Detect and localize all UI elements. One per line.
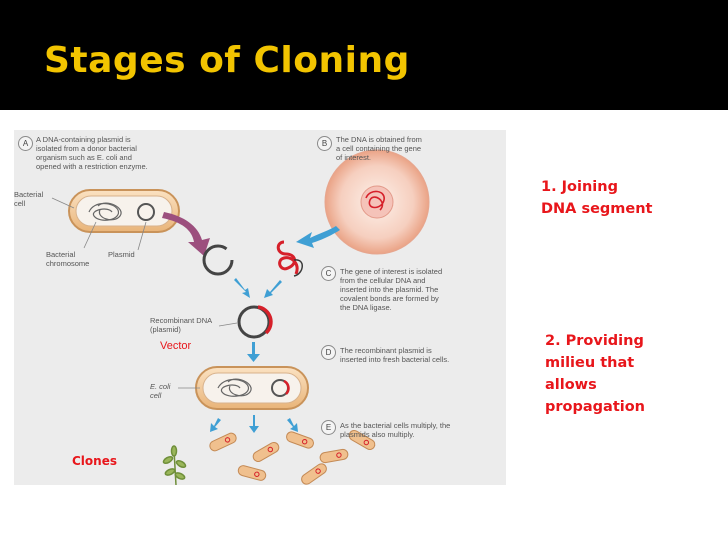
clone-bacteria (209, 430, 376, 485)
step-a-marker: A (18, 136, 33, 151)
chromosome-loops-a (88, 202, 122, 221)
step-e-marker: E (321, 420, 336, 435)
plasmid-ring-a (137, 203, 155, 221)
vector-label: Vector (160, 340, 192, 352)
step-b-marker: B (317, 136, 332, 151)
blue-arrow-b (296, 226, 340, 248)
bacterial-cell-a (68, 189, 180, 233)
title-bar: Stages of Cloning (0, 0, 728, 110)
note-joining: 1. Joining DNA segment (541, 179, 653, 217)
cloning-diagram-graphic (51, 149, 430, 485)
step-c-marker: C (321, 266, 336, 281)
gene-of-interest (276, 240, 299, 275)
slide-title: Stages of Cloning (44, 40, 410, 81)
converging-arrows (234, 278, 282, 298)
plant-sprig (162, 445, 187, 485)
donor-cell-b (324, 149, 430, 255)
note-providing: 2. Providing milieu that allows propagat… (545, 333, 646, 415)
plasmid-label: Plasmid (108, 250, 135, 259)
clones-label: Clones (72, 454, 117, 468)
ecoli-cell-d (195, 366, 309, 410)
opened-plasmid (202, 244, 234, 276)
purple-arrow (162, 212, 210, 256)
recombinant-plasmid (237, 305, 271, 339)
clone-arrows (210, 415, 298, 433)
recombinant-dna-label: Recombinant DNA(plasmid) (150, 316, 213, 334)
step-d-marker: D (321, 345, 336, 360)
